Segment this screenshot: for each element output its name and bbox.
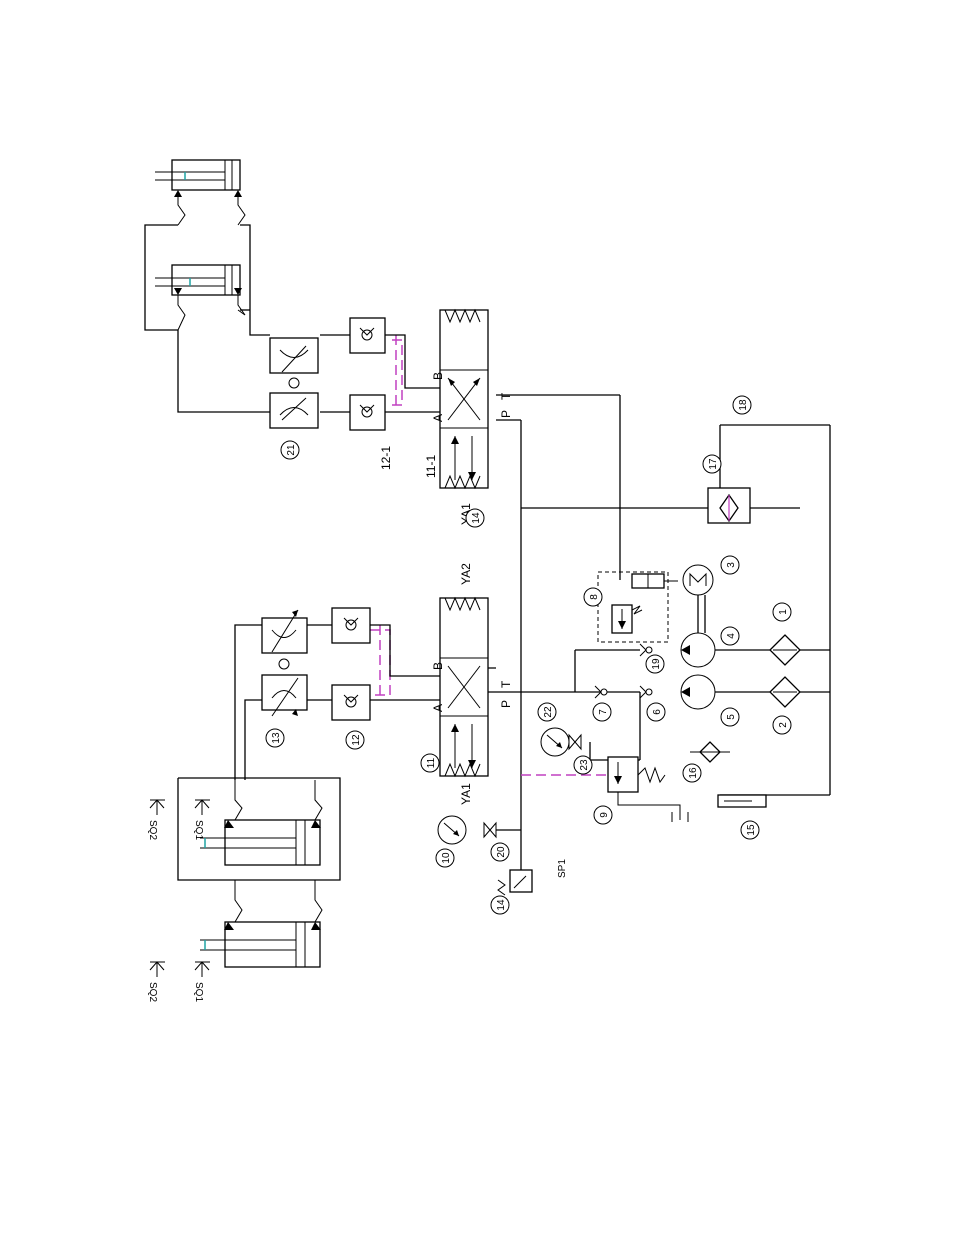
callout-3: 3 xyxy=(721,556,739,574)
flow-control-21 xyxy=(270,338,318,428)
label-sq1-a: SQ1 xyxy=(193,820,204,840)
svg-text:16: 16 xyxy=(688,767,699,779)
port-a-left: A xyxy=(431,704,445,712)
label-sq2-b: SQ2 xyxy=(147,982,158,1002)
callout-14: 14 xyxy=(466,509,484,527)
svg-text:18: 18 xyxy=(738,399,749,411)
directional-valve-11: A B P T YA1 YA2 xyxy=(431,563,513,805)
callout-9: 9 xyxy=(594,806,612,824)
svg-text:21: 21 xyxy=(286,444,297,456)
svg-text:1: 1 xyxy=(778,609,789,615)
svg-text:20: 20 xyxy=(496,846,507,858)
callout-18: 18 xyxy=(733,396,751,414)
callout-21: 21 xyxy=(281,441,299,459)
label-11-1: 11-1 xyxy=(424,455,438,478)
svg-text:4: 4 xyxy=(726,633,737,639)
callout-2: 2 xyxy=(773,716,791,734)
callout-1: 1 xyxy=(773,603,791,621)
svg-text:14: 14 xyxy=(496,899,507,911)
callout-16: 16 xyxy=(683,764,701,782)
svg-text:5: 5 xyxy=(726,714,737,720)
callout-22: 22 xyxy=(538,703,556,721)
check-valves-12 xyxy=(332,608,370,720)
label-yA2: YA2 xyxy=(459,563,473,585)
right-cylinders xyxy=(155,160,245,330)
svg-text:9: 9 xyxy=(599,812,610,818)
label-sq1-b: SQ1 xyxy=(193,982,204,1002)
svg-text:11: 11 xyxy=(426,757,437,768)
callout-23: 23 xyxy=(574,756,592,774)
callout-20: 20 xyxy=(491,843,509,861)
svg-text:10: 10 xyxy=(441,852,452,864)
port-b-right: B xyxy=(431,372,445,380)
svg-text:22: 22 xyxy=(543,706,554,718)
label-sq2-a: SQ2 xyxy=(147,820,158,840)
callout-14b: 14 xyxy=(491,896,509,914)
svg-text:8: 8 xyxy=(589,594,600,600)
port-p-left: P xyxy=(499,700,513,708)
main-lines xyxy=(470,395,830,880)
port-t-right: T xyxy=(499,392,513,400)
svg-text:7: 7 xyxy=(598,709,609,715)
callout-15: 15 xyxy=(741,821,759,839)
svg-text:2: 2 xyxy=(778,722,789,728)
label-12-1: 12-1 xyxy=(379,446,393,470)
callout-7: 7 xyxy=(593,703,611,721)
callout-6: 6 xyxy=(647,703,665,721)
callout-19: 19 xyxy=(646,655,664,673)
svg-text:13: 13 xyxy=(271,732,282,744)
callout-11: 11 xyxy=(421,754,439,772)
port-p-right: P xyxy=(499,410,513,418)
pilot-lines xyxy=(370,335,610,775)
left-cylinders xyxy=(200,780,322,967)
svg-text:17: 17 xyxy=(708,458,719,470)
callout-4: 4 xyxy=(721,627,739,645)
callout-10: 10 xyxy=(436,849,454,867)
svg-text:14: 14 xyxy=(471,512,482,524)
callout-13: 13 xyxy=(266,729,284,747)
callout-5: 5 xyxy=(721,708,739,726)
svg-text:19: 19 xyxy=(651,658,662,670)
label-sp1: SP1 xyxy=(557,859,568,878)
svg-text:6: 6 xyxy=(652,709,663,715)
port-t-left: T xyxy=(499,680,513,688)
callout-12: 12 xyxy=(346,731,364,749)
callout-17: 17 xyxy=(703,455,721,473)
port-b-left: B xyxy=(431,662,445,670)
flow-control-13 xyxy=(262,610,307,716)
port-a-right: A xyxy=(431,414,445,422)
svg-text:3: 3 xyxy=(726,562,737,568)
svg-text:12: 12 xyxy=(351,734,362,746)
check-valves-12-1 xyxy=(350,318,385,430)
svg-text:23: 23 xyxy=(579,759,590,771)
svg-text:15: 15 xyxy=(746,824,757,836)
directional-valve-11-1: A B P T YA1 11-1 12-1 xyxy=(379,310,513,525)
label-yA1-left: YA1 xyxy=(459,783,473,805)
callout-8: 8 xyxy=(584,588,602,606)
